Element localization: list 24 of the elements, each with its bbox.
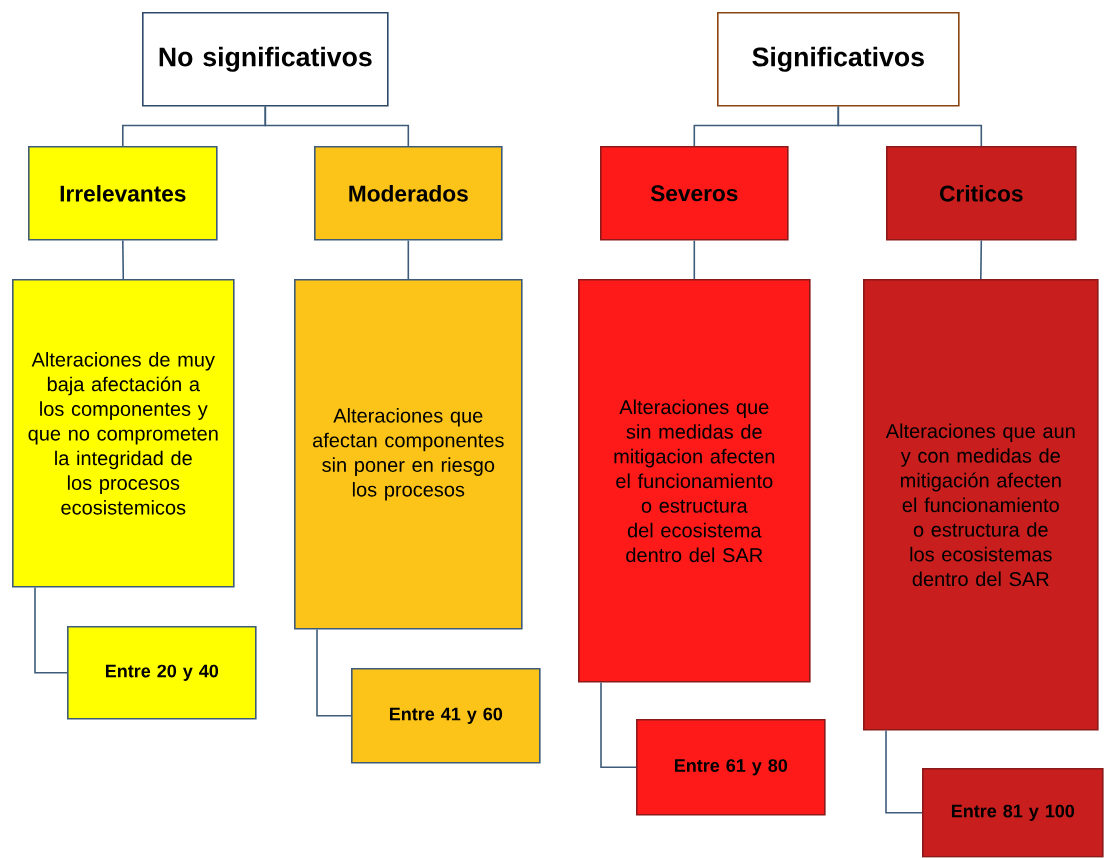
connector-line bbox=[980, 239, 983, 280]
connector-line bbox=[316, 628, 352, 717]
range-box: Entre 41 y 60 bbox=[351, 668, 541, 764]
description-box: Alteraciones de muy baja afectación a los componentes y que no comprometen la integridad de los procesos ecosistemicos bbox=[12, 279, 235, 588]
range-box: Entre 20 y 40 bbox=[67, 626, 257, 720]
connector-line bbox=[600, 681, 637, 769]
description-box: Alteraciones que sin medidas de mitigacion afecten el funcionamiento o estructura del ecosistema dentro del SAR bbox=[578, 279, 811, 683]
level-box: Criticos bbox=[886, 146, 1077, 241]
category-box: No significativos bbox=[142, 12, 389, 107]
range-box: Entre 61 y 80 bbox=[636, 719, 826, 816]
range-box: Entre 81 y 100 bbox=[922, 768, 1104, 858]
description-box: Alteraciones que aun y con medidas de mitigación afecten el funcionamiento o estructura de los ecosistemas dentro del SAR bbox=[863, 279, 1099, 731]
connector-line bbox=[407, 239, 410, 280]
connector-line bbox=[693, 239, 696, 280]
connector-line bbox=[837, 105, 983, 147]
connector-line bbox=[264, 105, 410, 147]
level-box: Irrelevantes bbox=[28, 146, 218, 241]
connector-line bbox=[122, 239, 125, 280]
connector-line bbox=[885, 729, 923, 814]
level-box: Moderados bbox=[314, 146, 503, 241]
connector-line bbox=[34, 586, 68, 674]
level-box: Severos bbox=[600, 146, 789, 241]
description-box: Alteraciones que afectan componentes sin poner en riesgo los procesos bbox=[294, 279, 523, 630]
category-box: Significativos bbox=[717, 12, 960, 107]
